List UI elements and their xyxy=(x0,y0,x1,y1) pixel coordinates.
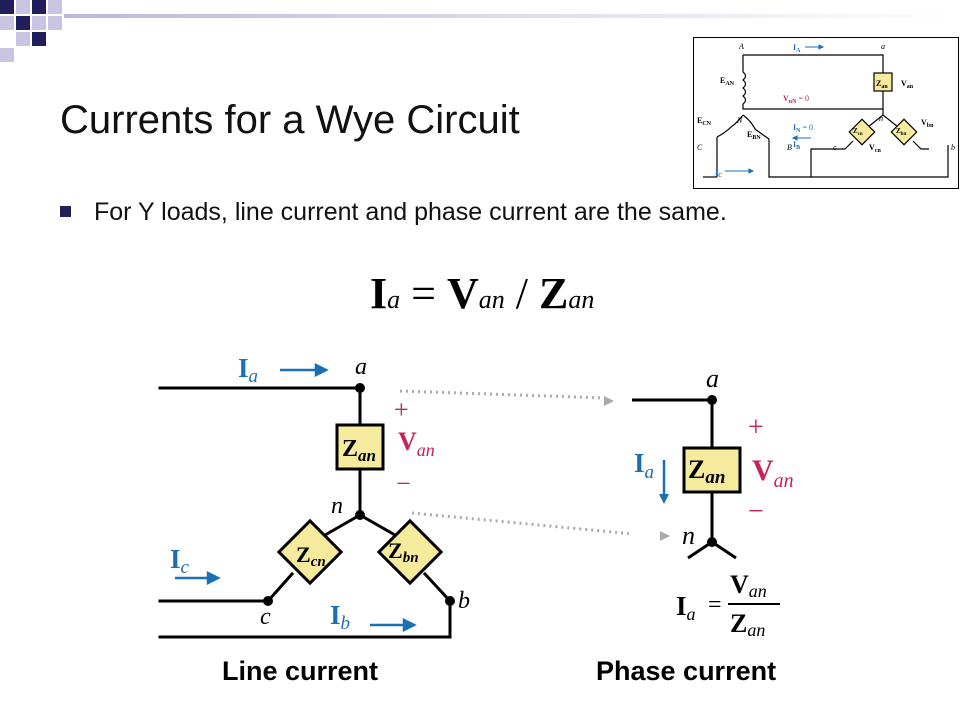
inset-node-B: B xyxy=(787,143,792,152)
wye-circuit-inset: A a IA EAN Zan Van VnN = 0 ECN N n EBN I… xyxy=(693,37,959,189)
slide-title: Currents for a Wye Circuit xyxy=(60,98,520,142)
dotted-arrowheads xyxy=(604,396,670,541)
dotted-pointer-n xyxy=(411,511,630,536)
inset-VnN-label: VnN = 0 xyxy=(783,94,809,105)
inset-node-C: C xyxy=(697,143,703,152)
line-b-wire xyxy=(158,599,452,639)
inset-Zan-label: Zan xyxy=(876,79,888,90)
inset-node-N: N xyxy=(736,116,743,125)
inset-IN-label: IN = 0 xyxy=(793,123,813,134)
bullet-square-icon xyxy=(60,206,71,217)
inset-EBN-label: EBN xyxy=(747,130,761,141)
inset-EAN-label: EAN xyxy=(720,76,735,87)
inset-ECN-label: ECN xyxy=(697,116,712,127)
phase-node-a: a xyxy=(706,364,719,393)
zcn-box xyxy=(276,518,344,586)
line-node-c: c xyxy=(260,604,271,630)
inset-IA-label: IA xyxy=(793,43,801,54)
line-zan-label: Zan xyxy=(342,436,376,465)
line-ic-label: Ic xyxy=(170,544,190,578)
caption-line-current: Line current xyxy=(222,656,379,686)
line-van-label: Van xyxy=(398,427,435,460)
line-minus: − xyxy=(396,469,411,498)
zcn-to-c-wire xyxy=(265,571,295,604)
zan-box xyxy=(335,423,385,471)
node-n-dot xyxy=(355,510,365,520)
inset-Van-label: Van xyxy=(901,79,914,90)
line-plus: + xyxy=(394,395,409,424)
line-ia-label: Ia xyxy=(238,353,258,387)
phase-current-circuit: a + Ia Zan Van − n Ia = Van Zan xyxy=(632,364,794,640)
phase-formula-den: Zan xyxy=(730,609,765,640)
phase-formula-eq: = xyxy=(708,592,722,618)
node-c-dot xyxy=(263,596,273,606)
line-ib-label: Ib xyxy=(330,600,350,634)
inset-Vcn-label: Vcn xyxy=(869,143,881,154)
phase-zan-label: Zan xyxy=(688,455,725,488)
n-to-zcn-wire xyxy=(322,512,363,538)
n-to-zbn-wire xyxy=(357,512,398,538)
phase-zan-box xyxy=(682,446,742,494)
line-a-wire xyxy=(158,386,362,427)
phase-top-wire xyxy=(632,398,714,448)
phase-minus: − xyxy=(748,496,764,527)
zbn-box xyxy=(376,518,444,586)
inset-node-A: A xyxy=(738,42,744,51)
node-a-dot xyxy=(355,383,365,393)
formula-current: I xyxy=(370,269,388,318)
line-zbn-label: Zbn xyxy=(388,538,419,566)
phase-formula-lhs: Ia xyxy=(676,591,696,624)
inset-Zcn-label: Zcn xyxy=(853,127,863,137)
line-current-circuit: Ia a + Zan Van − n Zcn Zbn Ic c Ib b xyxy=(158,353,630,639)
phase-ia-label: Ia xyxy=(634,448,654,483)
formula-slash: / xyxy=(515,269,528,318)
formula-voltage: V xyxy=(446,269,479,318)
inset-node-b: b xyxy=(951,143,955,152)
phase-node-a-dot xyxy=(707,395,717,405)
bullet-text: For Y loads, line current and phase curr… xyxy=(94,198,727,226)
node-b-dot xyxy=(445,596,455,606)
formula-impedance: Z xyxy=(538,269,569,318)
ohms-law-formula: Ia = Van / Zan xyxy=(370,269,595,318)
line-node-n: n xyxy=(331,493,343,519)
line-zcn-label: Zcn xyxy=(296,542,326,570)
inset-IB-label: IB xyxy=(793,140,800,151)
inset-Zbn-label: Zbn xyxy=(896,127,906,137)
dotted-pointer-a xyxy=(399,389,606,400)
caption-phase-current: Phase current xyxy=(596,656,777,686)
corner-decoration xyxy=(0,0,960,62)
line-node-a: a xyxy=(355,354,367,380)
inset-node-a: a xyxy=(881,42,885,51)
phase-node-n: n xyxy=(682,521,695,550)
inset-node-c: c xyxy=(833,143,837,152)
line-node-b: b xyxy=(458,588,470,614)
inset-node-n: n xyxy=(879,114,883,123)
formula-equals: = xyxy=(411,269,436,318)
phase-van-label: Van xyxy=(752,454,794,492)
zbn-to-b-wire xyxy=(422,571,453,604)
inset-IC-label: IC xyxy=(715,168,722,179)
phase-plus: + xyxy=(748,412,764,443)
inset-Vbn-label: Vbn xyxy=(921,118,934,129)
phase-formula-num: Van xyxy=(730,570,767,601)
phase-node-n-dot xyxy=(707,537,717,547)
